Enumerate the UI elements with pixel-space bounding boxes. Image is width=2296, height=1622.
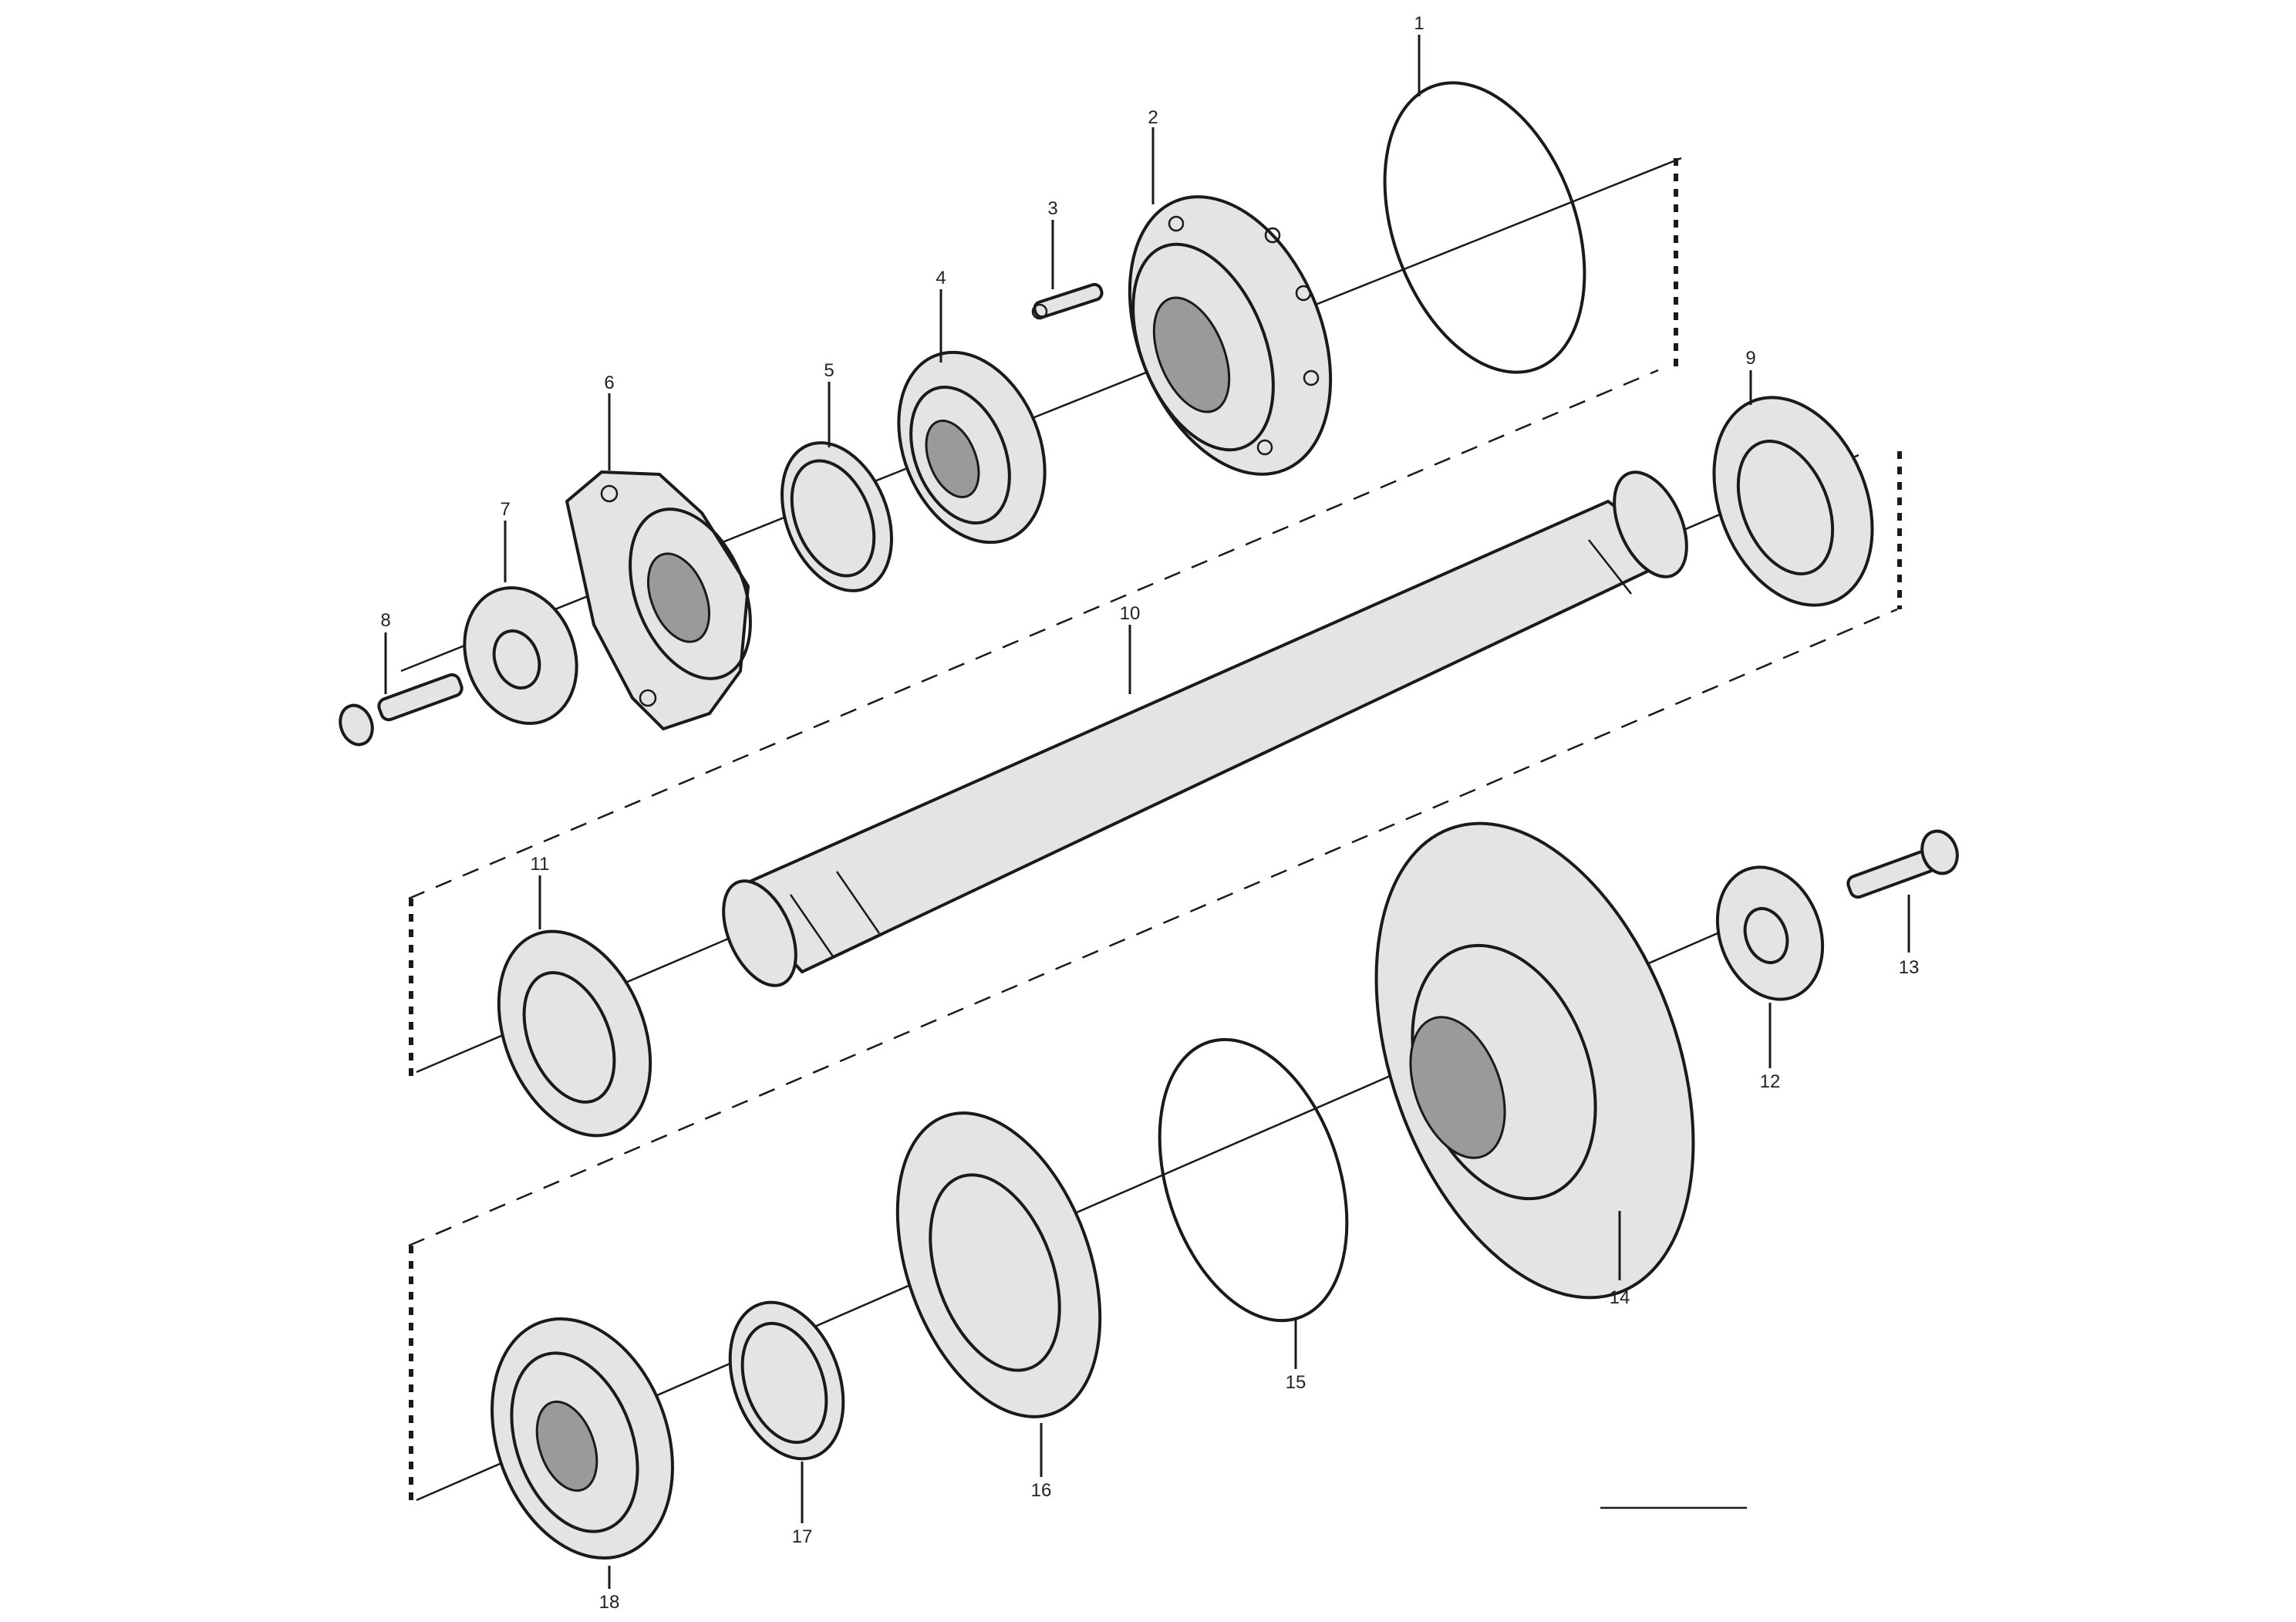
drive-flange-disc	[1374, 821, 1695, 1300]
seal-ring-right	[1712, 396, 1874, 607]
dashed-brackets	[409, 158, 1902, 1504]
callout-11: 11	[531, 854, 550, 875]
callout-3: 3	[1047, 198, 1057, 219]
seal-ring-top	[781, 441, 893, 592]
seal-ring-bottom	[728, 1300, 845, 1461]
taper-roller-bearing-top	[897, 350, 1047, 545]
o-ring-large-top	[1383, 81, 1586, 374]
callout-13: 13	[1899, 957, 1920, 978]
callout-4: 4	[936, 268, 946, 288]
callout-9: 9	[1745, 348, 1755, 369]
bolt-top	[339, 673, 464, 747]
callout-18: 18	[599, 1592, 620, 1613]
drive-shaft	[722, 470, 1688, 987]
callout-5: 5	[824, 360, 834, 381]
callout-12: 12	[1760, 1071, 1781, 1092]
o-ring-large-bottom	[1158, 1037, 1349, 1323]
seal-ring-left	[497, 929, 652, 1138]
callout-17: 17	[792, 1526, 813, 1547]
callout-8: 8	[380, 610, 390, 631]
bearing-housing-flange	[1128, 195, 1333, 476]
callout-6: 6	[604, 373, 614, 393]
leader-lines	[384, 35, 1910, 1589]
washer-bottom	[1715, 865, 1825, 1001]
stud-bolt	[1031, 282, 1104, 320]
callout-10: 10	[1120, 603, 1141, 624]
callout-15: 15	[1286, 1372, 1306, 1393]
companion-flange	[565, 470, 752, 731]
callout-14: 14	[1610, 1287, 1630, 1308]
bearing-cover	[895, 1111, 1102, 1418]
washer-top	[463, 586, 578, 725]
callout-2: 2	[1148, 107, 1158, 128]
bolt-bottom	[1846, 829, 1959, 899]
callout-1: 1	[1414, 13, 1424, 34]
callout-16: 16	[1031, 1480, 1052, 1501]
callout-7: 7	[500, 499, 510, 520]
taper-roller-bearing-bottom	[491, 1317, 674, 1560]
callouts: 1 2 3 4 5 6 7 8 9 10 11 12 13 14 15 16 1…	[380, 13, 1919, 1613]
